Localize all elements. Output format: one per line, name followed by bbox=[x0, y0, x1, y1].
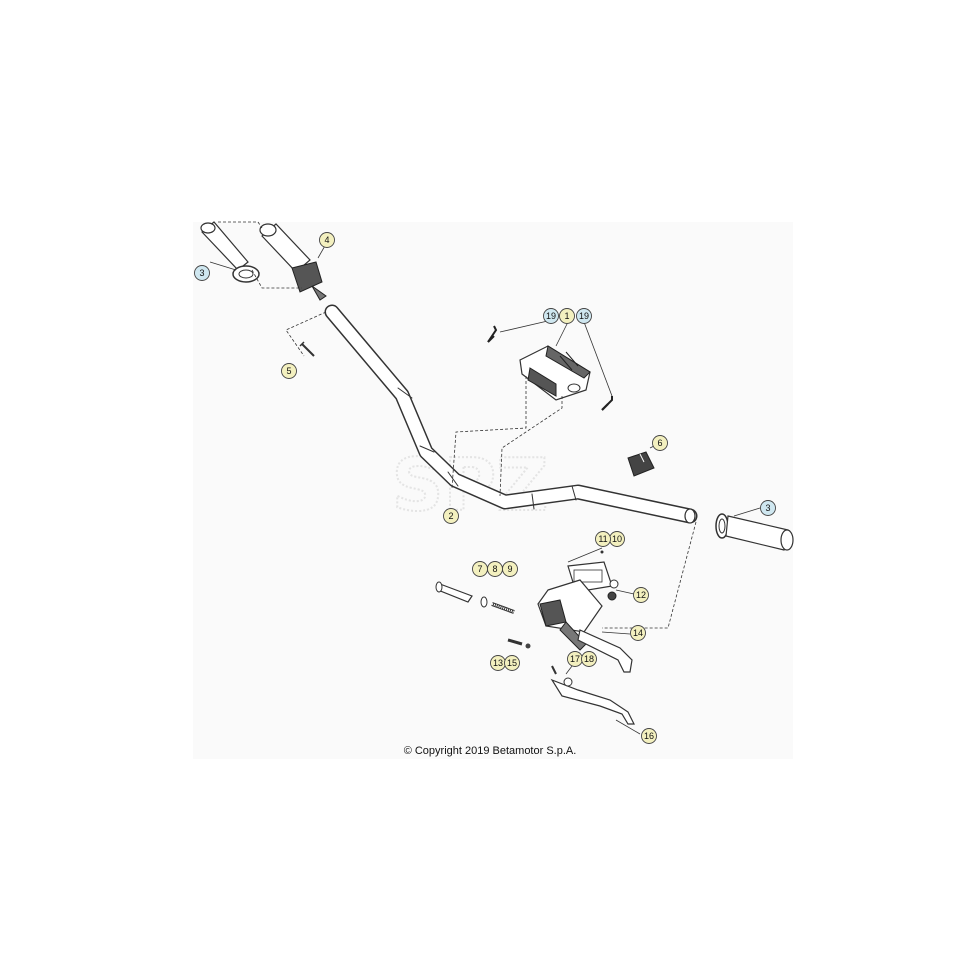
j-hook-right bbox=[601, 396, 613, 411]
throttle-grip bbox=[259, 223, 327, 301]
svg-text:7: 7 bbox=[477, 564, 482, 574]
svg-text:3: 3 bbox=[765, 503, 770, 513]
callout-11: 11 bbox=[595, 531, 611, 547]
callout-15: 15 bbox=[504, 655, 520, 671]
svg-text:1: 1 bbox=[564, 311, 569, 321]
svg-text:16: 16 bbox=[644, 731, 654, 741]
lever-part-16 bbox=[550, 665, 635, 725]
copyright-text: © Copyright 2019 Betamotor S.p.A. bbox=[403, 745, 577, 757]
master-cylinder-leaders bbox=[602, 521, 697, 629]
handlebar bbox=[324, 304, 698, 524]
svg-text:14: 14 bbox=[633, 628, 643, 638]
svg-text:2: 2 bbox=[448, 511, 453, 521]
callout-3-right: 3 bbox=[760, 500, 776, 516]
svg-text:4: 4 bbox=[324, 235, 329, 245]
svg-text:19: 19 bbox=[546, 311, 556, 321]
svg-text:9: 9 bbox=[507, 564, 512, 574]
j-hook-left bbox=[487, 325, 498, 343]
callout-19-right: 19 bbox=[576, 308, 592, 324]
callout-5: 5 bbox=[281, 363, 297, 379]
callout-1: 1 bbox=[559, 308, 575, 324]
grip-right bbox=[715, 513, 794, 551]
callout-7: 7 bbox=[472, 561, 488, 577]
master-cylinder bbox=[537, 550, 619, 651]
svg-text:6: 6 bbox=[657, 438, 662, 448]
callout-19-left: 19 bbox=[543, 308, 559, 324]
grip-left bbox=[200, 221, 260, 283]
clamp-leaders bbox=[451, 319, 613, 497]
switch-block-part-6 bbox=[627, 451, 655, 477]
screw-part-5 bbox=[299, 341, 315, 357]
svg-text:11: 11 bbox=[598, 534, 607, 544]
callout-2: 2 bbox=[443, 508, 459, 524]
pivot-bolt bbox=[507, 638, 531, 649]
callout-10: 10 bbox=[609, 531, 625, 547]
callout-group: 1 2 3 3 4 5 6 7 bbox=[194, 232, 776, 744]
adjuster-bolt bbox=[435, 581, 515, 614]
svg-text:18: 18 bbox=[584, 654, 594, 664]
svg-text:8: 8 bbox=[492, 564, 497, 574]
callout-17: 17 bbox=[567, 651, 583, 667]
svg-text:5: 5 bbox=[286, 366, 291, 376]
svg-text:17: 17 bbox=[570, 654, 580, 664]
callout-18: 18 bbox=[581, 651, 597, 667]
callout-12: 12 bbox=[633, 587, 649, 603]
callout-6: 6 bbox=[652, 435, 668, 451]
svg-text:19: 19 bbox=[579, 311, 589, 321]
svg-text:13: 13 bbox=[493, 658, 503, 668]
handlebar-clamp bbox=[519, 345, 591, 401]
svg-text:12: 12 bbox=[636, 590, 646, 600]
svg-text:15: 15 bbox=[507, 658, 517, 668]
svg-text:3: 3 bbox=[199, 268, 204, 278]
callout-leaders bbox=[209, 243, 761, 735]
callout-16: 16 bbox=[641, 728, 657, 744]
callout-3-left: 3 bbox=[194, 265, 210, 281]
callout-9: 9 bbox=[502, 561, 518, 577]
callout-4: 4 bbox=[319, 232, 335, 248]
callout-14: 14 bbox=[630, 625, 646, 641]
grip-leaders bbox=[218, 221, 327, 357]
lever-part-14 bbox=[577, 629, 633, 673]
callout-8: 8 bbox=[487, 561, 503, 577]
svg-text:10: 10 bbox=[612, 534, 622, 544]
callout-13: 13 bbox=[490, 655, 506, 671]
